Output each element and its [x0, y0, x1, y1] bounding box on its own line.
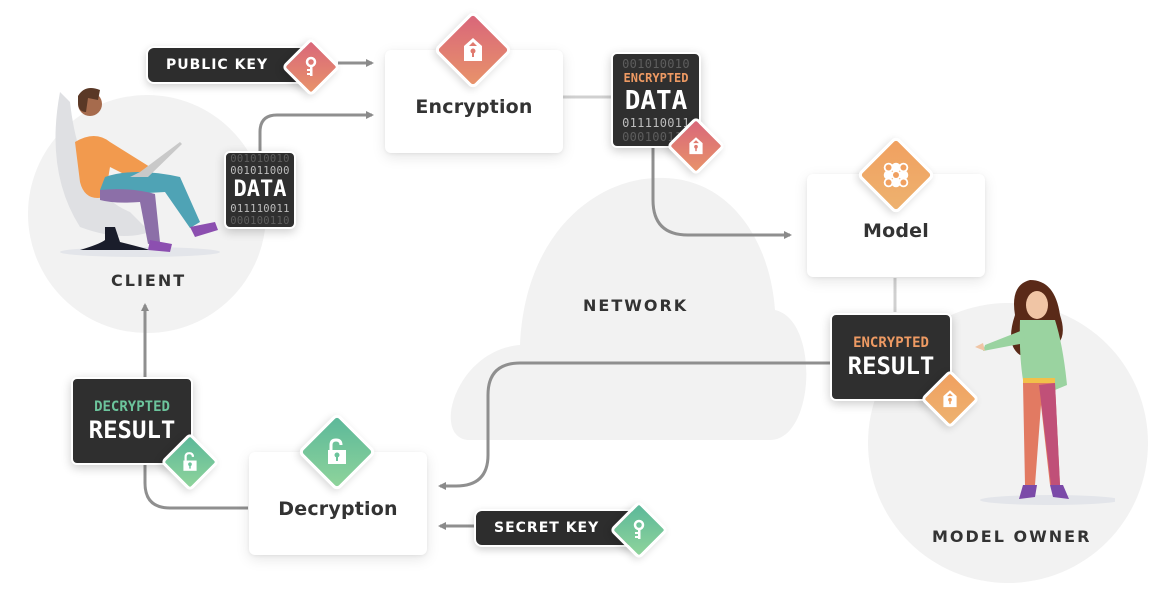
public-key-pill[interactable]: PUBLIC KEY: [146, 46, 310, 84]
encrypted-data-tag: ENCRYPTED: [623, 70, 689, 85]
encrypted-data-lock-badge: [666, 116, 726, 176]
data-card: 001010010 001011000 DATA 011110011 00010…: [224, 151, 296, 229]
encrypted-result-title: RESULT: [847, 352, 935, 380]
decrypted-result-unlock-badge: [160, 432, 220, 492]
locked-padlock-icon: [943, 390, 957, 408]
client-label: CLIENT: [111, 271, 187, 290]
encryption-lock-badge: [433, 10, 513, 90]
locked-padlock-icon: [689, 137, 703, 155]
network-label: NETWORK: [583, 296, 689, 315]
data-bits-line-2: 001011000: [230, 165, 290, 177]
public-key-label: PUBLIC KEY: [166, 57, 269, 73]
data-to-encryption-arrow: [258, 111, 374, 155]
data-title: DATA: [233, 177, 287, 202]
encrypted-result-tag: ENCRYPTED: [853, 335, 929, 351]
model-network-badge: [856, 135, 936, 215]
unlocked-padlock-icon: [328, 438, 346, 464]
decryption-to-decrypted-result-line: [143, 462, 248, 510]
encrypted-data-bits-line-2: 011110011: [622, 115, 690, 130]
model-owner-label: MODEL OWNER: [932, 527, 1092, 546]
data-bits-line-3: 011110011: [230, 203, 290, 215]
decrypted-result-title: RESULT: [88, 416, 176, 444]
encrypted-data-bits-line-1: 001010010: [622, 56, 690, 71]
encrypted-result-lock-badge: [920, 369, 980, 429]
decryption-title: Decryption: [278, 497, 398, 520]
secret-key-pill[interactable]: SECRET KEY: [474, 509, 638, 547]
key-icon: [305, 56, 317, 76]
locked-padlock-icon: [464, 38, 482, 61]
encrypted-data-title: DATA: [624, 85, 688, 116]
key-icon: [633, 519, 645, 539]
encrypted-data-card: 001010010 ENCRYPTED DATA 011110011 00010…: [611, 52, 701, 148]
encryption-title: Encryption: [415, 95, 533, 118]
decrypted-result-tag: DECRYPTED: [94, 399, 170, 415]
secret-key-label: SECRET KEY: [494, 520, 600, 536]
decryption-unlock-badge: [297, 412, 377, 492]
data-bits-line-1: 001010010: [230, 153, 290, 165]
unlocked-padlock-icon: [183, 452, 197, 471]
public-key-badge: [281, 37, 341, 97]
secret-key-badge: [609, 500, 669, 560]
encrypted-data-to-model-arrow: [651, 148, 792, 239]
data-bits-line-4: 000100110: [230, 215, 290, 227]
model-title: Model: [863, 219, 929, 242]
model-owner-illustration: [975, 280, 1115, 505]
neural-network-grid-icon: [883, 162, 909, 188]
client-illustration: [55, 88, 220, 257]
encrypted-result-to-decryption-arrow: [438, 361, 830, 490]
